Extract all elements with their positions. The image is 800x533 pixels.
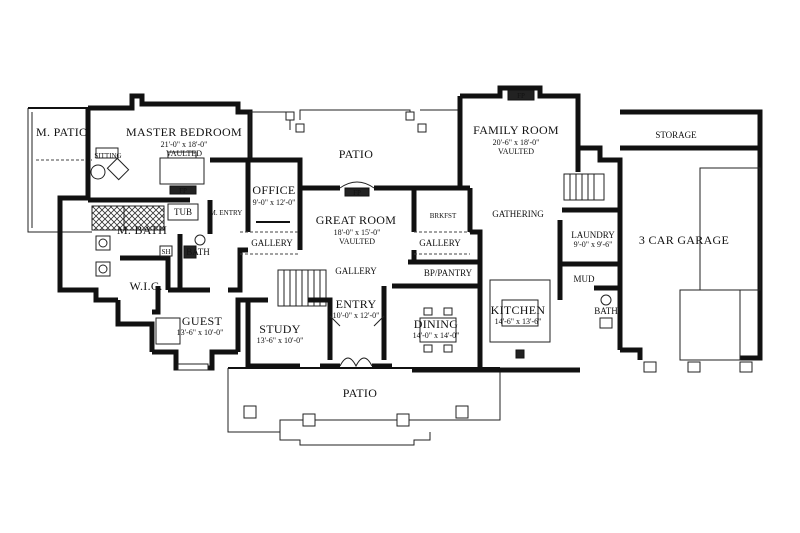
label-entry: ENTRY bbox=[336, 297, 377, 311]
label-study: STUDY bbox=[259, 322, 301, 336]
label-gallery-center: GALLERY bbox=[335, 266, 377, 276]
family-room-walls bbox=[414, 85, 581, 232]
dims-guest: 13'-6" x 10'-0" bbox=[177, 328, 224, 337]
kitchen-island bbox=[489, 279, 551, 359]
family-fireplace: FP bbox=[507, 89, 535, 101]
label-patio-front: PATIO bbox=[343, 386, 377, 400]
great-room-fireplace: FP bbox=[344, 187, 370, 197]
gallery-lines bbox=[240, 231, 470, 255]
label-m-entry: M. ENTRY bbox=[210, 209, 243, 217]
label-garage: 3 CAR GARAGE bbox=[639, 233, 729, 247]
note-great-room: VAULTED bbox=[339, 237, 375, 246]
dims-dining: 14'-0" x 14'-0" bbox=[413, 331, 460, 340]
tub bbox=[167, 203, 199, 221]
fireplace-label: FP bbox=[179, 187, 187, 195]
label-m-patio: M. PATIO bbox=[36, 125, 88, 139]
dims-family-room: 20'-6" x 18'-0" bbox=[493, 138, 540, 147]
label-patio-rear: PATIO bbox=[339, 147, 373, 161]
sh-label: SH bbox=[162, 248, 171, 256]
m-patio-area bbox=[27, 107, 92, 233]
fireplace-label-great: FP bbox=[353, 189, 361, 197]
kitchen-walls bbox=[416, 220, 580, 373]
fireplace-label-family: FP bbox=[517, 92, 525, 100]
label-gathering: GATHERING bbox=[492, 209, 544, 219]
master-fireplace: FP bbox=[169, 185, 197, 195]
label-storage: STORAGE bbox=[655, 130, 697, 140]
label-wic: W.I.C. bbox=[129, 279, 162, 293]
sitting-area bbox=[90, 147, 130, 181]
label-laundry: LAUNDRY bbox=[571, 230, 615, 240]
label-gallery-right: GALLERY bbox=[419, 238, 461, 248]
note-family-room: VAULTED bbox=[498, 147, 534, 156]
front-patio bbox=[227, 367, 501, 446]
label-bath-right: BATH bbox=[594, 306, 618, 316]
dims-kitchen: 14'-6" x 13'-6" bbox=[495, 317, 542, 326]
master-bath-fixtures: SH bbox=[91, 205, 206, 277]
label-office: OFFICE bbox=[252, 183, 295, 197]
label-great-room: GREAT ROOM bbox=[316, 213, 396, 227]
office-walls bbox=[245, 157, 303, 232]
guest-bed bbox=[155, 317, 209, 371]
dims-great-room: 18'-0" x 15'-0" bbox=[334, 228, 381, 237]
mudroom-stairs bbox=[563, 173, 605, 201]
room-labels: M. PATIO MASTER BEDROOM 21'-0" x 18'-0" … bbox=[36, 123, 729, 400]
rear-patio bbox=[249, 109, 461, 180]
dims-laundry: 9'-0" x 9'-6" bbox=[574, 240, 613, 249]
label-bath-left: BATH bbox=[186, 247, 210, 257]
dims-office: 9'-0" x 12'-0" bbox=[253, 198, 296, 207]
label-gallery-left: GALLERY bbox=[251, 238, 293, 248]
label-kitchen: KITCHEN bbox=[491, 303, 546, 317]
label-tub: TUB bbox=[174, 207, 192, 217]
label-master-bedroom: MASTER BEDROOM bbox=[126, 125, 242, 139]
dims-study: 13'-6" x 10'-0" bbox=[257, 336, 304, 345]
label-sitting: SITTING bbox=[94, 152, 121, 160]
master-bed bbox=[159, 151, 205, 185]
label-mud: MUD bbox=[573, 274, 595, 284]
dining-table bbox=[419, 307, 457, 353]
label-guest: GUEST bbox=[182, 314, 223, 328]
garage-walls bbox=[575, 109, 763, 373]
label-dining: DINING bbox=[414, 317, 458, 331]
note-master-bedroom: VAULTED bbox=[166, 149, 202, 158]
dims-master-bedroom: 21'-0" x 18'-0" bbox=[161, 140, 208, 149]
dims-entry: 10'-0" x 12'-0" bbox=[333, 311, 380, 320]
label-brkfst: BRKFST bbox=[430, 212, 457, 220]
label-family-room: FAMILY ROOM bbox=[473, 123, 559, 137]
label-m-bath: M. BATH bbox=[117, 223, 167, 237]
master-wing-walls bbox=[57, 93, 253, 371]
label-bp-pantry: BP/PANTRY bbox=[424, 268, 473, 278]
